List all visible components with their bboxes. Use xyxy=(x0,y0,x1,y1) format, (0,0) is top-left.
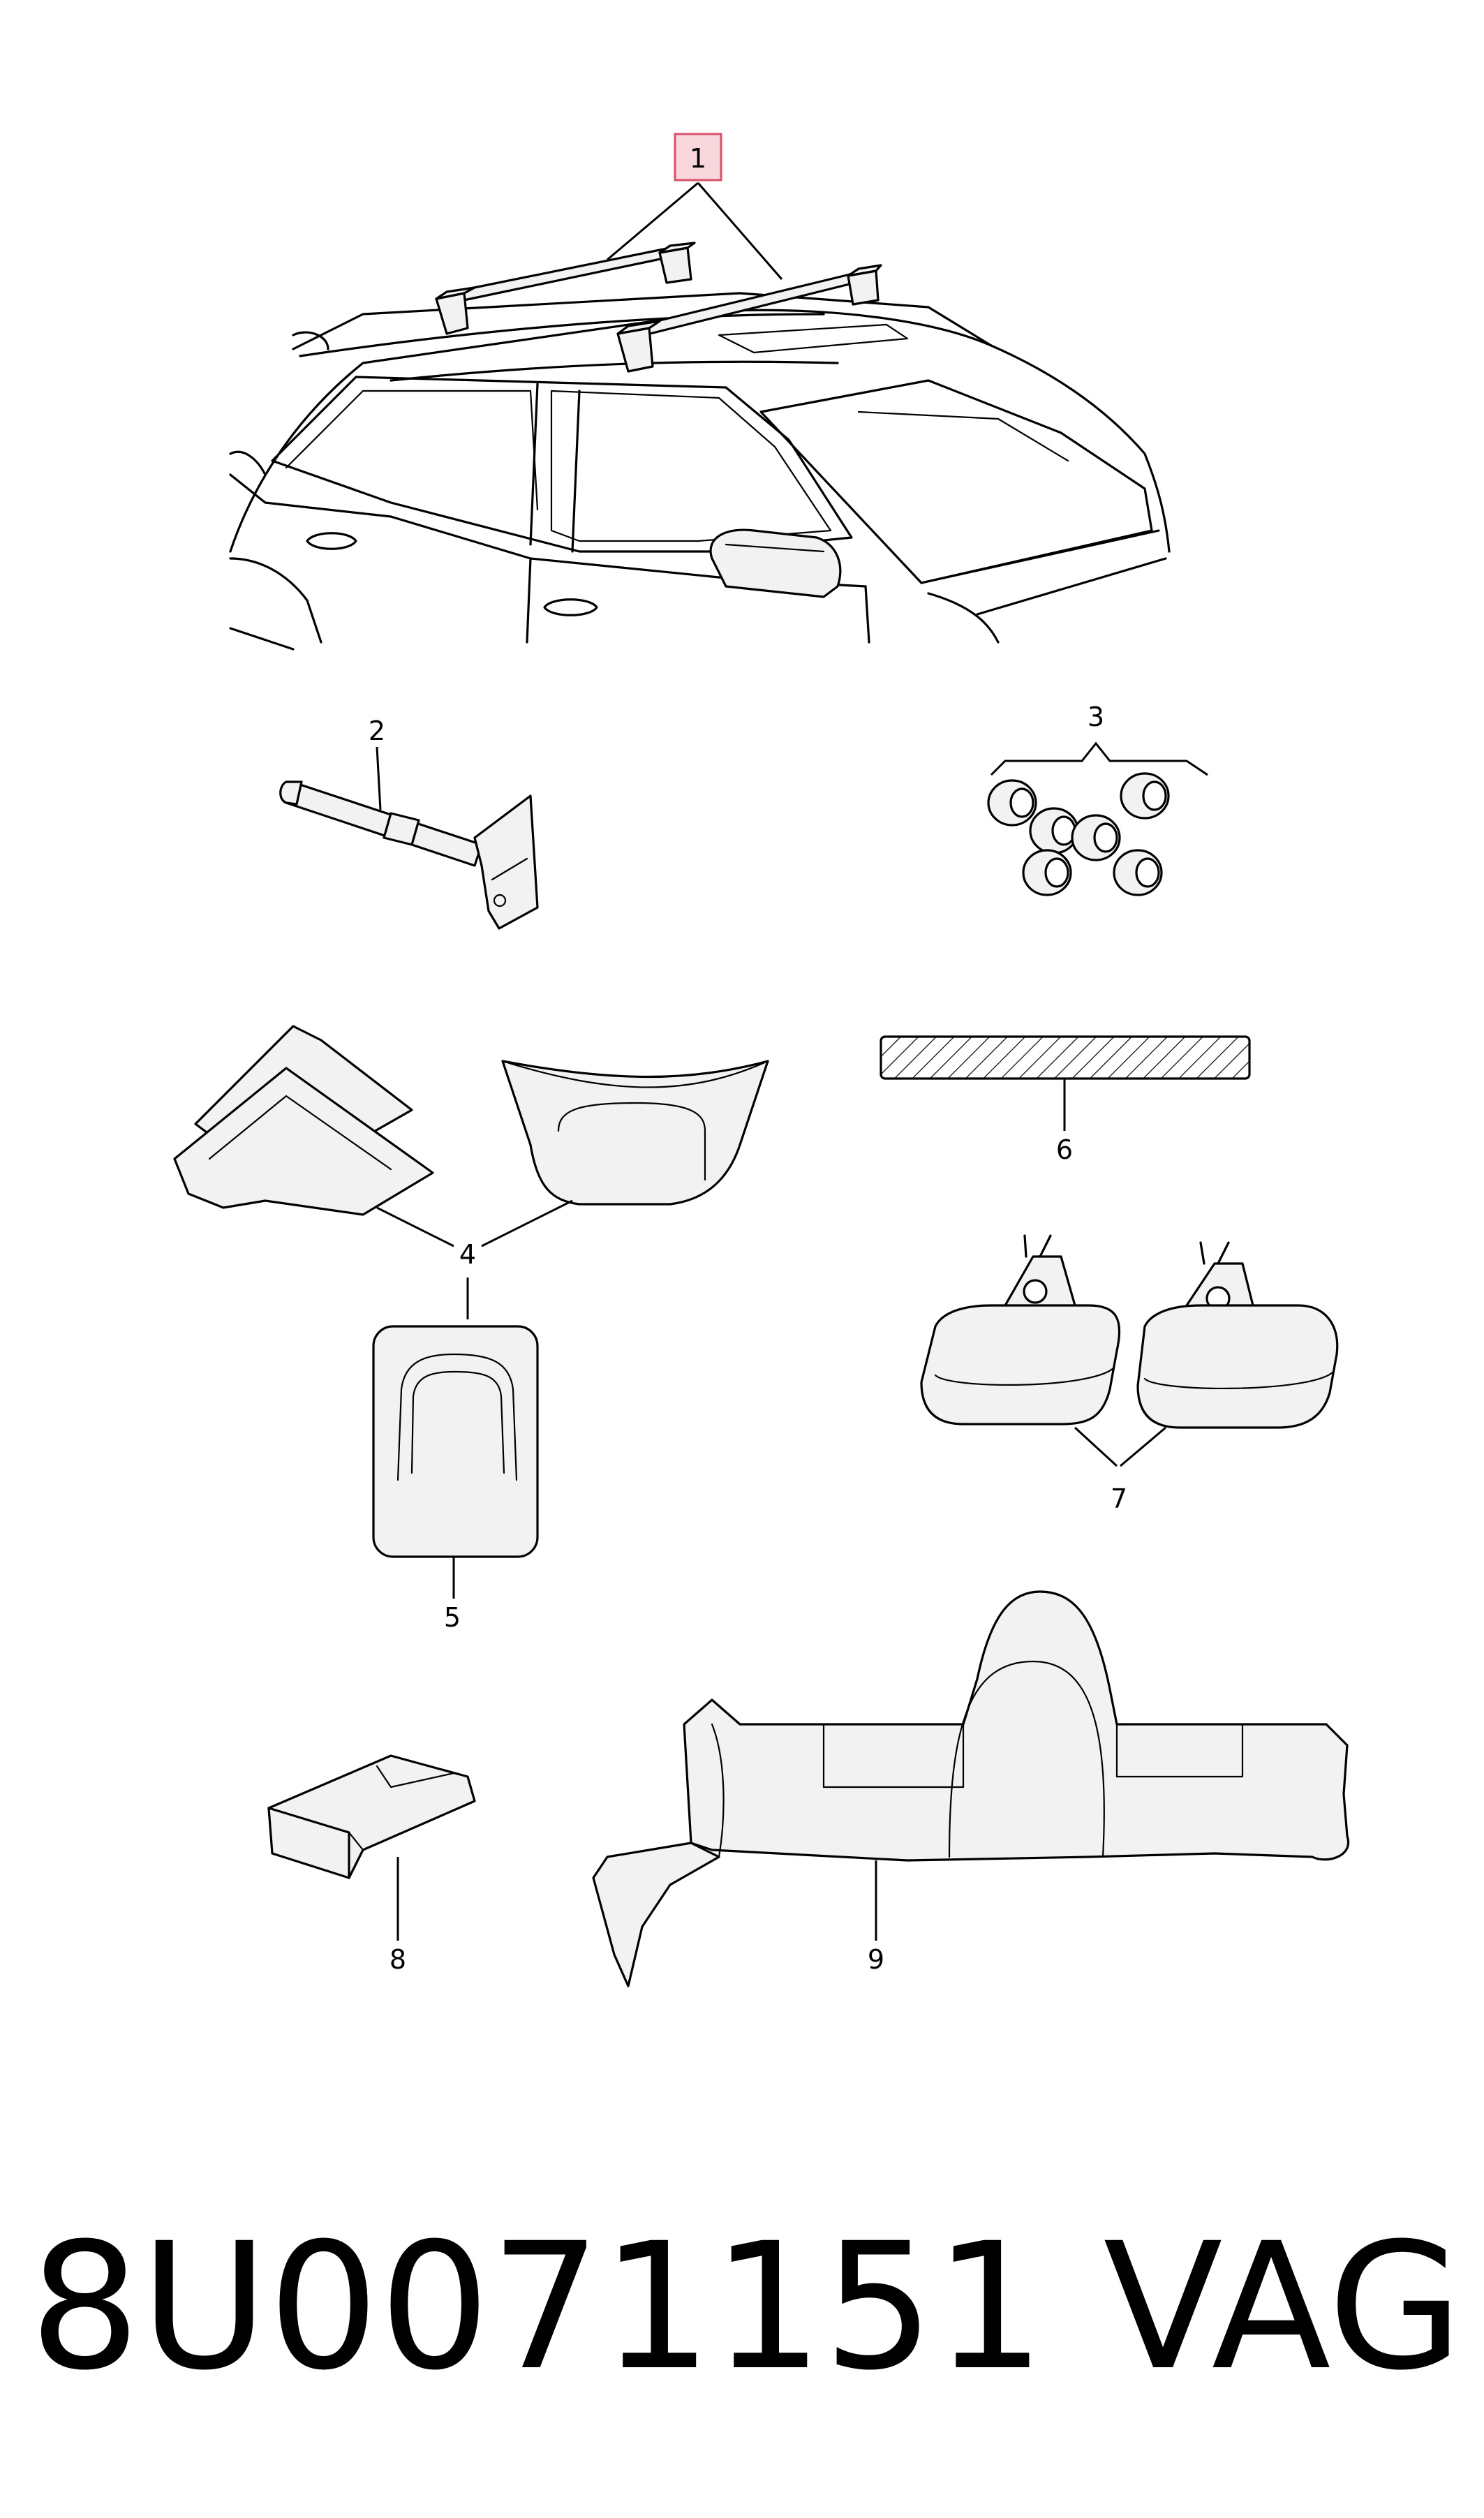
callout-3-leader xyxy=(990,741,1208,776)
callout-5[interactable]: 5 xyxy=(444,1557,461,1633)
callout-2[interactable]: 2 xyxy=(369,716,385,810)
part-7-pad-left xyxy=(920,1234,1121,1425)
part-4-end-cap-right xyxy=(501,1060,769,1206)
callout-1-label: 1 xyxy=(690,143,706,174)
callout-7-label: 7 xyxy=(1111,1483,1127,1514)
callout-7[interactable]: 7 xyxy=(1074,1426,1166,1514)
callout-2-label: 2 xyxy=(369,716,385,746)
part-7-pad-right xyxy=(1136,1241,1339,1429)
part-number: 8U0071151 xyxy=(29,2205,1046,2408)
callout-3-label: 3 xyxy=(1088,702,1104,732)
brand-name: VAG xyxy=(1103,2205,1463,2408)
callout-9-label: 9 xyxy=(868,1944,884,1975)
callout-3[interactable]: 3 xyxy=(990,702,1208,776)
car-with-roof-bars xyxy=(229,242,1171,651)
callout-8-label: 8 xyxy=(389,1944,406,1975)
callout-9[interactable]: 9 xyxy=(868,1860,884,1975)
callout-6[interactable]: 6 xyxy=(1056,1079,1073,1165)
callout-1[interactable]: 1 xyxy=(607,133,783,280)
part-6-trim-strip xyxy=(880,1035,1251,1080)
callout-2-leader xyxy=(376,746,382,810)
part-5-cover-plate xyxy=(372,1325,539,1558)
callout-1-highlight xyxy=(674,133,722,182)
part-3-lock-cylinders xyxy=(987,772,1170,896)
callout-5-label: 5 xyxy=(444,1602,461,1633)
callout-6-label: 6 xyxy=(1056,1134,1073,1165)
callout-8[interactable]: 8 xyxy=(389,1857,406,1975)
callout-7-leader xyxy=(1074,1426,1166,1467)
part-4-end-cap-left xyxy=(173,1025,434,1216)
callout-1-leader xyxy=(607,182,783,280)
part-8-spacer-block xyxy=(267,1754,476,1879)
part-9-storage-bag xyxy=(592,1590,1350,1987)
callout-4-label: 4 xyxy=(459,1239,476,1270)
part-2-key xyxy=(279,780,539,930)
callout-4-leader xyxy=(376,1199,573,1319)
callout-4[interactable]: 4 xyxy=(376,1199,573,1319)
